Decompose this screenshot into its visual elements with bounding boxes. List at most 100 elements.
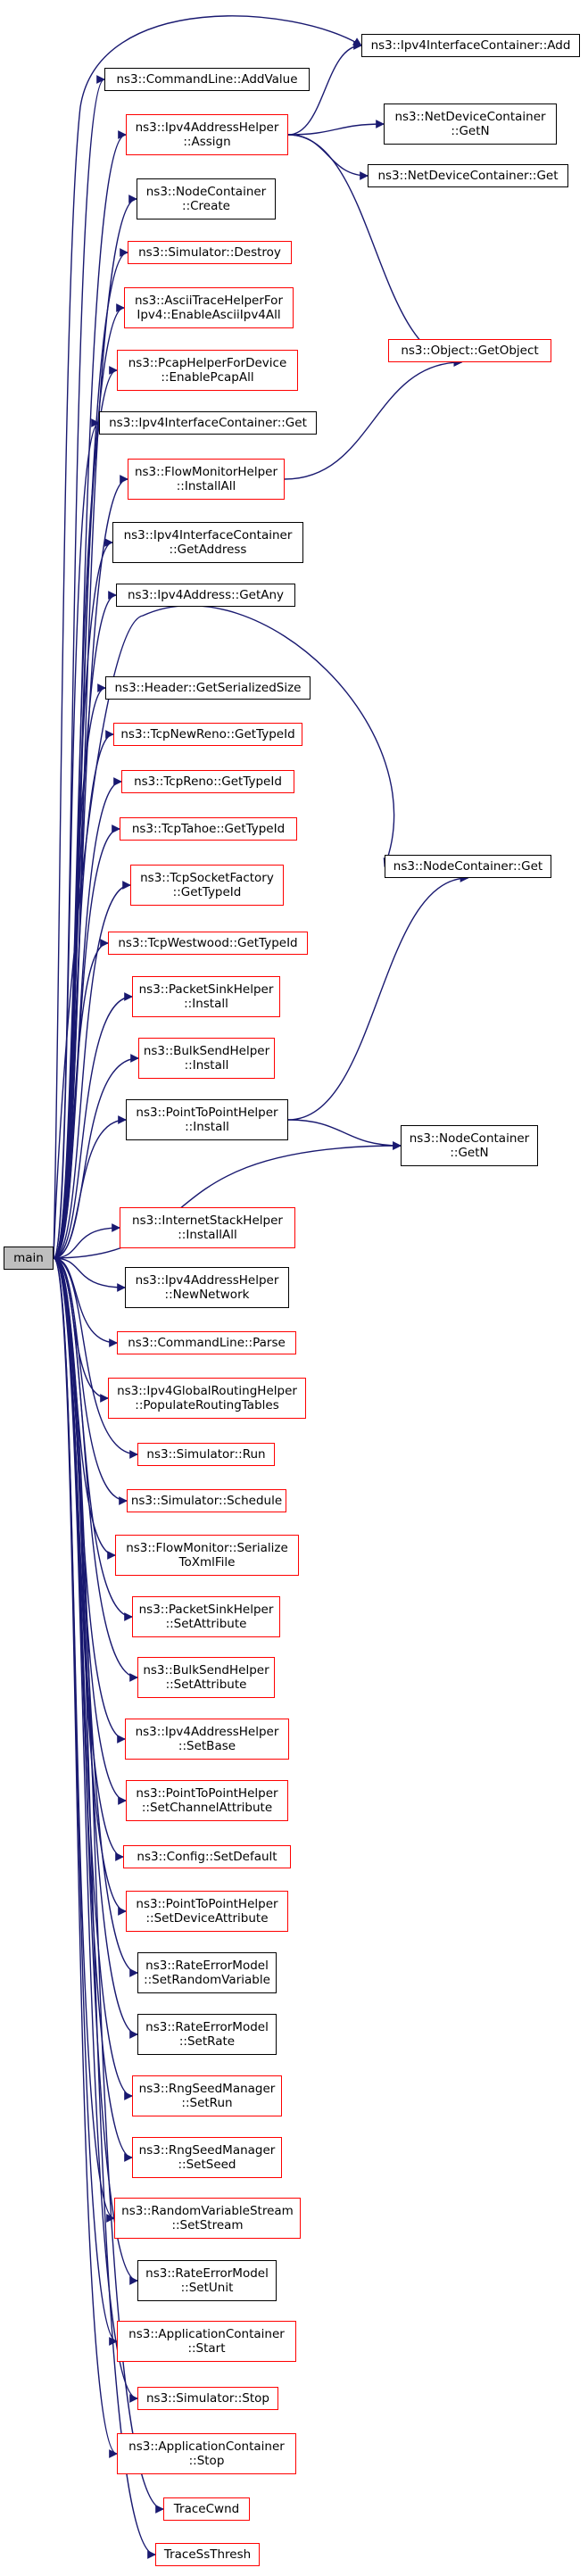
node-label-line: ns3::RngSeedManager <box>138 2143 276 2158</box>
node-ipv4ah-newnetwork: ns3::Ipv4AddressHelper::NewNetwork <box>125 1267 289 1308</box>
node-tcpnewreno-gettypeid[interactable]: ns3::TcpNewReno::GetTypeId <box>113 723 302 746</box>
node-ipv4grh-populate[interactable]: ns3::Ipv4GlobalRoutingHelper::PopulateRo… <box>108 1378 306 1419</box>
edge-main-to-tcpwestwood-gettypeid <box>53 939 109 1259</box>
node-label-line: ::SetAttribute <box>165 1677 247 1692</box>
node-ipv4ic-add: ns3::Ipv4InterfaceContainer::Add <box>361 34 580 57</box>
node-tcpwestwood-gettypeid[interactable]: ns3::TcpWestwood::GetTypeId <box>108 932 308 955</box>
node-label-line: ns3::Header::GetSerializedSize <box>114 681 302 695</box>
node-tcpsf-gettypeid[interactable]: ns3::TcpSocketFactory::GetTypeId <box>130 865 284 906</box>
edge-main-to-header-getsersize <box>53 683 106 1259</box>
node-label-line: ns3::NodeContainer::Get <box>393 859 543 874</box>
node-label-line: ns3::NodeContainer <box>145 185 267 199</box>
node-ac-stop[interactable]: ns3::ApplicationContainer::Stop <box>117 2433 296 2474</box>
node-rsm-setseed[interactable]: ns3::RngSeedManager::SetSeed <box>132 2137 282 2178</box>
node-obj-getobject[interactable]: ns3::Object::GetObject <box>388 339 551 362</box>
node-tracecwnd[interactable]: TraceCwnd <box>163 2497 250 2521</box>
node-cl-addvalue: ns3::CommandLine::AddValue <box>104 68 310 91</box>
node-label-line: ns3::PointToPointHelper <box>136 1786 278 1801</box>
node-pcap-enable[interactable]: ns3::PcapHelperForDevice::EnablePcapAll <box>117 350 298 391</box>
node-sim-run[interactable]: ns3::Simulator::Run <box>137 1443 275 1466</box>
node-label-line: ::SetSeed <box>178 2158 236 2172</box>
node-label-line: ns3::Ipv4InterfaceContainer <box>123 528 293 543</box>
node-label-line: ns3::TcpSocketFactory <box>140 871 274 885</box>
node-label-line: ::SetChannelAttribute <box>141 1801 273 1815</box>
node-label-line: ns3::FlowMonitor::Serialize <box>126 1541 288 1555</box>
node-label-line: ns3::CommandLine::Parse <box>128 1336 286 1350</box>
edge-main-to-tracecwnd <box>53 1257 164 2514</box>
node-label-line: ns3::PointToPointHelper <box>136 1897 278 1911</box>
node-label-line: ::InstallAll <box>176 479 236 493</box>
edge-main-to-tcpsf-gettypeid <box>53 881 131 1259</box>
node-label-line: ns3::Simulator::Stop <box>146 2391 269 2406</box>
node-main: main <box>4 1247 54 1270</box>
node-psh-setattr[interactable]: ns3::PacketSinkHelper::SetAttribute <box>132 1596 280 1637</box>
node-label-line: ::SetRandomVariable <box>144 1973 270 1987</box>
node-tracessthresh[interactable]: TraceSsThresh <box>155 2543 260 2566</box>
edge-main-to-ipv4ah-newnetwork <box>53 1257 126 1292</box>
node-sim-stop[interactable]: ns3::Simulator::Stop <box>137 2387 278 2410</box>
node-config-setdefault[interactable]: ns3::Config::SetDefault <box>123 1845 291 1868</box>
node-label-line: ns3::PcapHelperForDevice <box>128 356 287 370</box>
node-p2p-setchannelattr[interactable]: ns3::PointToPointHelper::SetChannelAttri… <box>126 1780 288 1821</box>
node-fmh-installall[interactable]: ns3::FlowMonitorHelper::InstallAll <box>128 459 285 500</box>
node-label-line: ::GetAddress <box>169 543 247 557</box>
node-tcptahoe-gettypeid[interactable]: ns3::TcpTahoe::GetTypeId <box>120 817 297 841</box>
node-label-line: ToXmlFile <box>178 1555 236 1570</box>
node-bsh-setattr[interactable]: ns3::BulkSendHelper::SetAttribute <box>137 1657 275 1698</box>
node-ipv4addr-getany: ns3::Ipv4Address::GetAny <box>116 584 295 607</box>
edge-main-to-pcap-enable <box>53 366 118 1259</box>
edge-main-to-bsh-setattr <box>53 1257 138 1682</box>
edge-p2p-install-to-nc-getn <box>287 1119 402 1150</box>
node-label-line: ns3::AsciiTraceHelperFor <box>134 294 283 308</box>
node-label-line: ns3::RateErrorModel <box>145 2020 269 2034</box>
node-label-line: ns3::InternetStackHelper <box>132 1213 283 1228</box>
edge-main-to-tcptahoe-gettypeid <box>53 824 120 1259</box>
node-ish-installall[interactable]: ns3::InternetStackHelper::InstallAll <box>120 1207 295 1248</box>
node-bsh-install[interactable]: ns3::BulkSendHelper::Install <box>138 1038 275 1079</box>
node-ipv4ah-setbase[interactable]: ns3::Ipv4AddressHelper::SetBase <box>125 1719 289 1760</box>
node-label-line: ::Start <box>187 2341 226 2356</box>
node-p2p-setdeviceattr[interactable]: ns3::PointToPointHelper::SetDeviceAttrib… <box>126 1891 288 1932</box>
node-label-line: ns3::PacketSinkHelper <box>138 1603 274 1617</box>
node-label-line: ns3::ApplicationContainer <box>128 2439 285 2454</box>
node-label-line: ns3::Ipv4GlobalRoutingHelper <box>117 1384 297 1398</box>
node-ac-start[interactable]: ns3::ApplicationContainer::Start <box>117 2321 296 2362</box>
node-label-line: ns3::Object::GetObject <box>401 344 539 358</box>
node-rvs-setstream[interactable]: ns3::RandomVariableStream::SetStream <box>114 2198 301 2239</box>
edge-main-to-tracessthresh <box>53 1257 156 2559</box>
node-header-getsersize: ns3::Header::GetSerializedSize <box>105 676 311 700</box>
node-sim-destroy[interactable]: ns3::Simulator::Destroy <box>128 241 292 264</box>
edge-ipv4ah-assign-to-ndc-getn <box>287 120 385 136</box>
node-label-line: ::GetTypeId <box>172 885 242 899</box>
node-label-line: ::GetN <box>450 1146 489 1160</box>
node-cl-parse[interactable]: ns3::CommandLine::Parse <box>117 1331 296 1354</box>
node-label-line: ns3::TcpTahoe::GetTypeId <box>131 822 286 836</box>
node-label-line: ns3::TcpNewReno::GetTypeId <box>120 727 295 741</box>
node-label-line: ns3::FlowMonitorHelper <box>134 465 278 479</box>
node-label-line: ns3::PointToPointHelper <box>136 1106 278 1120</box>
node-ipv4ah-assign[interactable]: ns3::Ipv4AddressHelper::Assign <box>126 114 288 155</box>
node-label-line: ns3::BulkSendHelper <box>143 1044 270 1058</box>
node-ipv4ic-get: ns3::Ipv4InterfaceContainer::Get <box>99 411 317 435</box>
edge-main-to-nc-getn <box>53 1141 402 1259</box>
node-psh-install[interactable]: ns3::PacketSinkHelper::Install <box>132 976 280 1017</box>
node-label-line: ::EnablePcapAll <box>161 370 254 385</box>
node-sim-schedule[interactable]: ns3::Simulator::Schedule <box>127 1489 286 1512</box>
edge-main-to-psh-install <box>53 992 133 1259</box>
edge-main-to-sim-schedule <box>53 1257 128 1505</box>
node-label-line: ns3::BulkSendHelper <box>143 1663 269 1677</box>
edge-main-to-ipv4ic-get <box>53 418 100 1259</box>
node-tcpreno-gettypeid[interactable]: ns3::TcpReno::GetTypeId <box>121 770 294 793</box>
node-nc-create: ns3::NodeContainer::Create <box>137 178 276 219</box>
edge-main-to-ish-installall <box>53 1223 120 1259</box>
node-label-line: ns3::PacketSinkHelper <box>138 982 274 997</box>
edge-main-to-cl-addvalue <box>53 75 105 1259</box>
node-label-line: ns3::NodeContainer <box>409 1131 530 1146</box>
edge-main-to-sim-stop <box>53 1257 138 2403</box>
edge-main-to-tcpnewreno-gettypeid <box>53 730 114 1259</box>
node-label-line: TraceSsThresh <box>163 2547 252 2562</box>
node-rsm-setrun[interactable]: ns3::RngSeedManager::SetRun <box>132 2075 282 2116</box>
node-label-line: main <box>13 1251 44 1265</box>
